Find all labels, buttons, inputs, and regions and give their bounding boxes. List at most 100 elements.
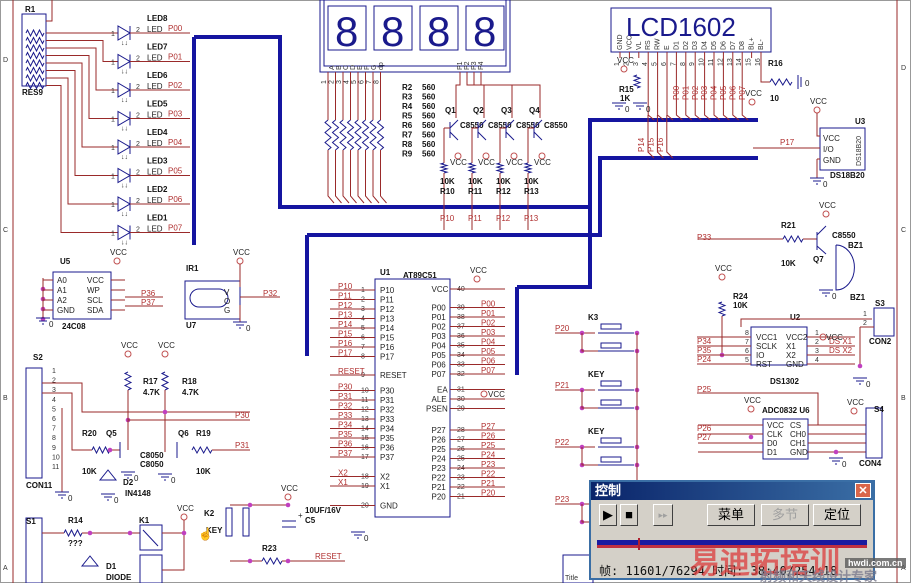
resistor-value: 10K xyxy=(468,177,483,186)
step-button[interactable]: ▸▸ xyxy=(653,504,673,526)
seven-seg-digit-box xyxy=(327,5,367,51)
pin-num: 15 xyxy=(746,58,753,66)
resistor-value: 560 xyxy=(422,140,436,149)
u6-part-ref: ADC0832 U6 xyxy=(762,406,810,415)
pin-num: 8 xyxy=(680,62,687,66)
pin-num: 1 xyxy=(863,311,867,318)
seven-seg-digit: 8 xyxy=(335,8,358,55)
r15-value: 1K xyxy=(620,94,630,103)
ground-label: 0 xyxy=(134,474,139,483)
q-type: C8050 xyxy=(140,451,164,460)
led-type: LED xyxy=(147,82,163,91)
resistor-icon xyxy=(25,66,45,75)
u2-pin-label: SCLK xyxy=(756,342,778,351)
dialog-titlebar[interactable]: 控制 ✕ xyxy=(591,482,873,500)
resistor-icon xyxy=(369,119,377,151)
resistor-icon xyxy=(261,556,283,566)
led-emission-icon: ↓↓ xyxy=(121,126,128,133)
r24-value: 10K xyxy=(733,301,748,310)
lcd-pin-label: D2 xyxy=(683,41,690,50)
locate-button[interactable]: 定位 xyxy=(813,504,861,526)
transistor-type: C8550 xyxy=(488,121,512,130)
u1-pin-name: P22 xyxy=(432,474,447,483)
multi-section-button[interactable]: 多节 xyxy=(761,504,809,526)
u6-pin-label: CLK xyxy=(767,430,783,439)
u3-part-vertical: DS18B20 xyxy=(856,136,863,166)
pin-num: 2 xyxy=(136,84,140,91)
pin-num: 14 xyxy=(736,58,743,66)
slider-thumb[interactable] xyxy=(637,538,640,550)
lcd-ctrl-net: P15 xyxy=(646,137,655,152)
pin-num: 12 xyxy=(717,58,724,66)
pin-num: 4 xyxy=(642,62,649,66)
menu-button[interactable]: 菜单 xyxy=(707,504,755,526)
slider-track-top xyxy=(597,540,867,545)
vcc-label: VCC xyxy=(810,97,827,106)
u1-pin-name: P23 xyxy=(432,464,447,473)
playback-slider[interactable] xyxy=(597,538,867,550)
key-label: KEY xyxy=(206,526,223,535)
pin-num: 10 xyxy=(699,58,706,66)
r1-ref: R1 xyxy=(25,5,36,14)
ir-pin-label: V xyxy=(224,288,230,297)
u1-net-label: P04 xyxy=(481,338,496,347)
u1-net-label: P01 xyxy=(481,309,496,318)
r14-value: ??? xyxy=(68,539,83,548)
u1-pin-name: P00 xyxy=(432,304,447,313)
u1-pin-name: P04 xyxy=(432,342,447,351)
vcc-icon xyxy=(284,493,292,501)
net-label: P31 xyxy=(235,441,250,450)
ir-sensor-icon xyxy=(189,288,229,308)
led-wire xyxy=(46,77,118,205)
u1-pin-name: X2 xyxy=(380,473,390,482)
u5-pin-label: SCL xyxy=(87,296,103,305)
transistor-icon xyxy=(533,131,543,141)
lcd-pin-label: D8 xyxy=(739,41,746,50)
vcc-label: VCC xyxy=(488,390,505,399)
r16-ref: R16 xyxy=(768,59,783,68)
led-net: P06 xyxy=(168,195,183,204)
vcc-label: VCC xyxy=(534,158,551,167)
u1-net-label: P32 xyxy=(338,402,353,411)
vcc-label: VCC xyxy=(617,56,634,65)
u3-pin-label: I/O xyxy=(823,145,834,154)
seven-seg-digit: 8 xyxy=(427,8,450,55)
resistor-value: 560 xyxy=(422,150,436,159)
ir-u: U7 xyxy=(186,321,197,330)
c5-ref: C5 xyxy=(305,516,316,525)
vcc-icon xyxy=(454,152,462,160)
r18-ref: R18 xyxy=(182,377,197,386)
lcd-data-net: P00 xyxy=(672,85,681,100)
led-net: P05 xyxy=(168,167,183,176)
resistor-ref: R9 xyxy=(402,150,413,159)
bus-link xyxy=(517,207,592,289)
segment-wire xyxy=(327,150,335,204)
s3-body xyxy=(873,307,895,337)
u2-pin-label: IO xyxy=(756,351,764,360)
u1-net-label: P15 xyxy=(338,330,353,339)
play-button[interactable]: ▶ xyxy=(599,504,617,526)
close-icon[interactable]: ✕ xyxy=(855,483,871,498)
u1-pin-name: P24 xyxy=(432,455,447,464)
pin-num: 7 xyxy=(670,62,677,66)
wire xyxy=(46,0,53,22)
led-wire xyxy=(46,40,118,62)
seven-seg-digit: 8 xyxy=(473,8,496,55)
resistor-icon xyxy=(160,371,170,391)
u1-pin-name: P32 xyxy=(380,406,395,415)
control-dialog: 控制 ✕ ▶ ■ ▸▸ 菜单 多节 定位 帧: 11601/76294 时间: … xyxy=(589,480,875,580)
ground-label: 0 xyxy=(625,105,630,114)
u1-pin-name: P35 xyxy=(380,434,395,443)
lcd-data-net: P04 xyxy=(710,85,719,100)
pin-num: 3 xyxy=(815,348,819,355)
u2-body xyxy=(750,326,808,366)
vcc-icon xyxy=(161,350,169,358)
resistor-icon xyxy=(717,301,727,317)
u1-net-label: P12 xyxy=(338,301,353,310)
lcd-pin-label: D1 xyxy=(673,41,680,50)
frame-time-status: 帧: 11601/76294 时间: 38:40/254:18 xyxy=(599,564,838,578)
u1-pin-name: P31 xyxy=(380,396,395,405)
stop-button[interactable]: ■ xyxy=(620,504,638,526)
segment-label: A xyxy=(329,65,336,70)
watermark-site: hwdi.com.cn xyxy=(845,558,906,568)
